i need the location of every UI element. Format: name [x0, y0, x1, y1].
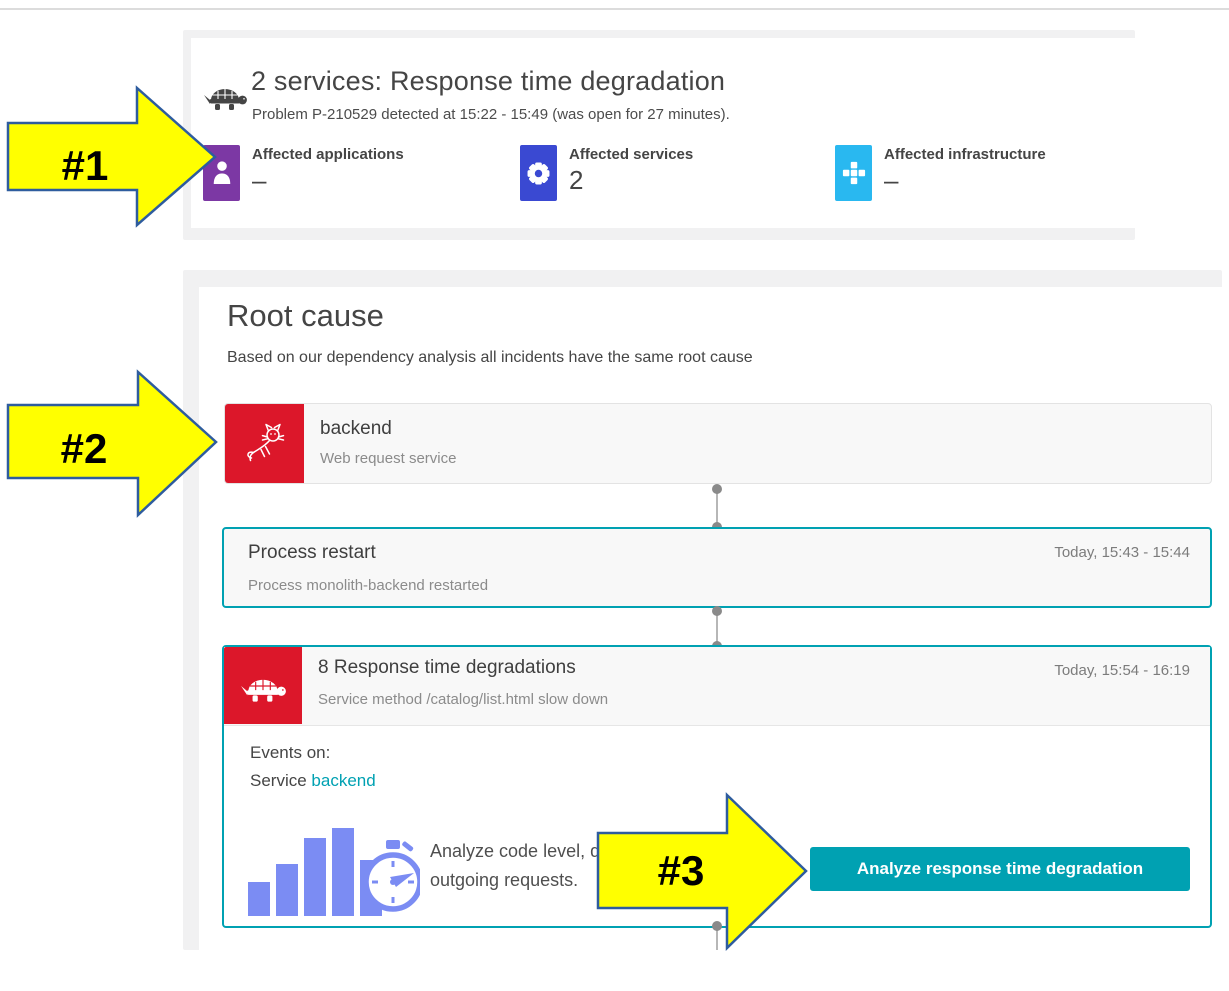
tile-value: –: [252, 165, 267, 195]
backend-service-link[interactable]: backend: [311, 771, 376, 790]
service-type: Web request service: [320, 450, 457, 467]
problem-title: 2 services: Response time degradation: [251, 66, 726, 96]
process-restart-event-card[interactable]: Process restart Today, 15:43 - 15:44 Pro…: [222, 527, 1212, 608]
event-time: Today, 15:54 - 16:19: [1054, 662, 1190, 679]
service-name: backend: [320, 418, 392, 439]
root-cause-heading: Root cause: [227, 298, 384, 333]
connector-line: [716, 611, 718, 646]
turtle-slowdown-icon: [204, 88, 247, 110]
connector-dot: [712, 484, 722, 494]
tile-value: 2: [569, 165, 584, 195]
analysis-description: Analyze code level, database and outgoin…: [430, 837, 699, 895]
annotation-arrow-2-label: #2: [61, 425, 108, 472]
problem-detection-text: Problem P-210529 detected at 15:22 - 15:…: [252, 106, 730, 123]
event-time: Today, 15:43 - 15:44: [1054, 544, 1190, 561]
event-description: Service method /catalog/list.html slow d…: [318, 691, 609, 708]
connector-line: [716, 489, 718, 527]
event-title: Process restart: [248, 542, 376, 563]
turtle-slowdown-icon: [224, 647, 302, 724]
degradation-event-card[interactable]: 8 Response time degradations Today, 15:5…: [222, 645, 1212, 928]
analysis-line-2: outgoing requests.: [430, 870, 579, 890]
root-cause-subheading: Based on our dependency analysis all inc…: [227, 349, 753, 366]
entity-prefix: Service: [250, 771, 307, 790]
connector-dot: [712, 921, 722, 931]
affected-infrastructure-tile[interactable]: Affected infrastructure –: [835, 145, 1135, 205]
analyze-response-time-degradation-button[interactable]: Analyze response time degradation: [810, 847, 1190, 891]
event-description: Process monolith-backend restarted: [248, 577, 489, 594]
tile-label: Affected infrastructure: [884, 146, 1046, 163]
gear-icon: [520, 145, 557, 201]
events-on-label: Events on:: [250, 743, 331, 762]
annotation-arrow-1-label: #1: [62, 142, 109, 189]
degradation-event-header: 8 Response time degradations Today, 15:5…: [224, 647, 1210, 726]
service-card-backend[interactable]: backend Web request service: [224, 403, 1212, 484]
affected-applications-tile[interactable]: Affected applications –: [203, 145, 503, 205]
analysis-line-1: Analyze code level, database and: [430, 841, 700, 861]
infrastructure-icon: [835, 145, 872, 201]
page-top-divider: [0, 8, 1229, 10]
connector-dot: [712, 606, 722, 616]
tile-label: Affected services: [569, 146, 694, 163]
tile-label: Affected applications: [252, 146, 404, 163]
bar-chart-stopwatch-icon: [248, 828, 420, 916]
tomcat-icon: [225, 404, 304, 483]
tile-value: –: [884, 165, 899, 195]
event-title: 8 Response time degradations: [318, 657, 576, 678]
affected-services-tile[interactable]: Affected services 2: [520, 145, 820, 205]
user-icon: [203, 145, 240, 201]
events-on-block: Events on: Service backend: [250, 739, 376, 795]
problem-summary-card: [191, 38, 1135, 228]
